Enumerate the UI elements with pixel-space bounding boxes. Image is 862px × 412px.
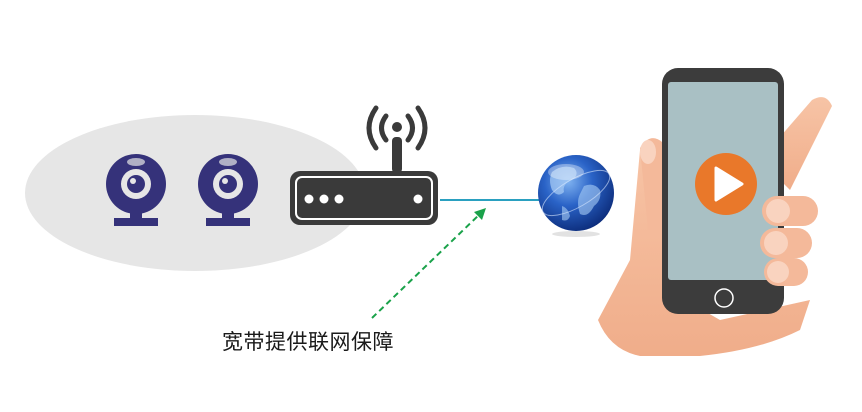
lan-zone xyxy=(25,115,365,271)
webcam-icon xyxy=(198,154,258,226)
annotation-arrow xyxy=(371,208,486,319)
home-button-icon xyxy=(714,288,734,308)
router-icon xyxy=(290,105,438,225)
webcam-icon xyxy=(106,154,166,226)
caption-label: 宽带提供联网保障 xyxy=(222,330,394,354)
smartphone-in-hand-illustration xyxy=(598,68,832,356)
globe-icon xyxy=(538,155,614,237)
